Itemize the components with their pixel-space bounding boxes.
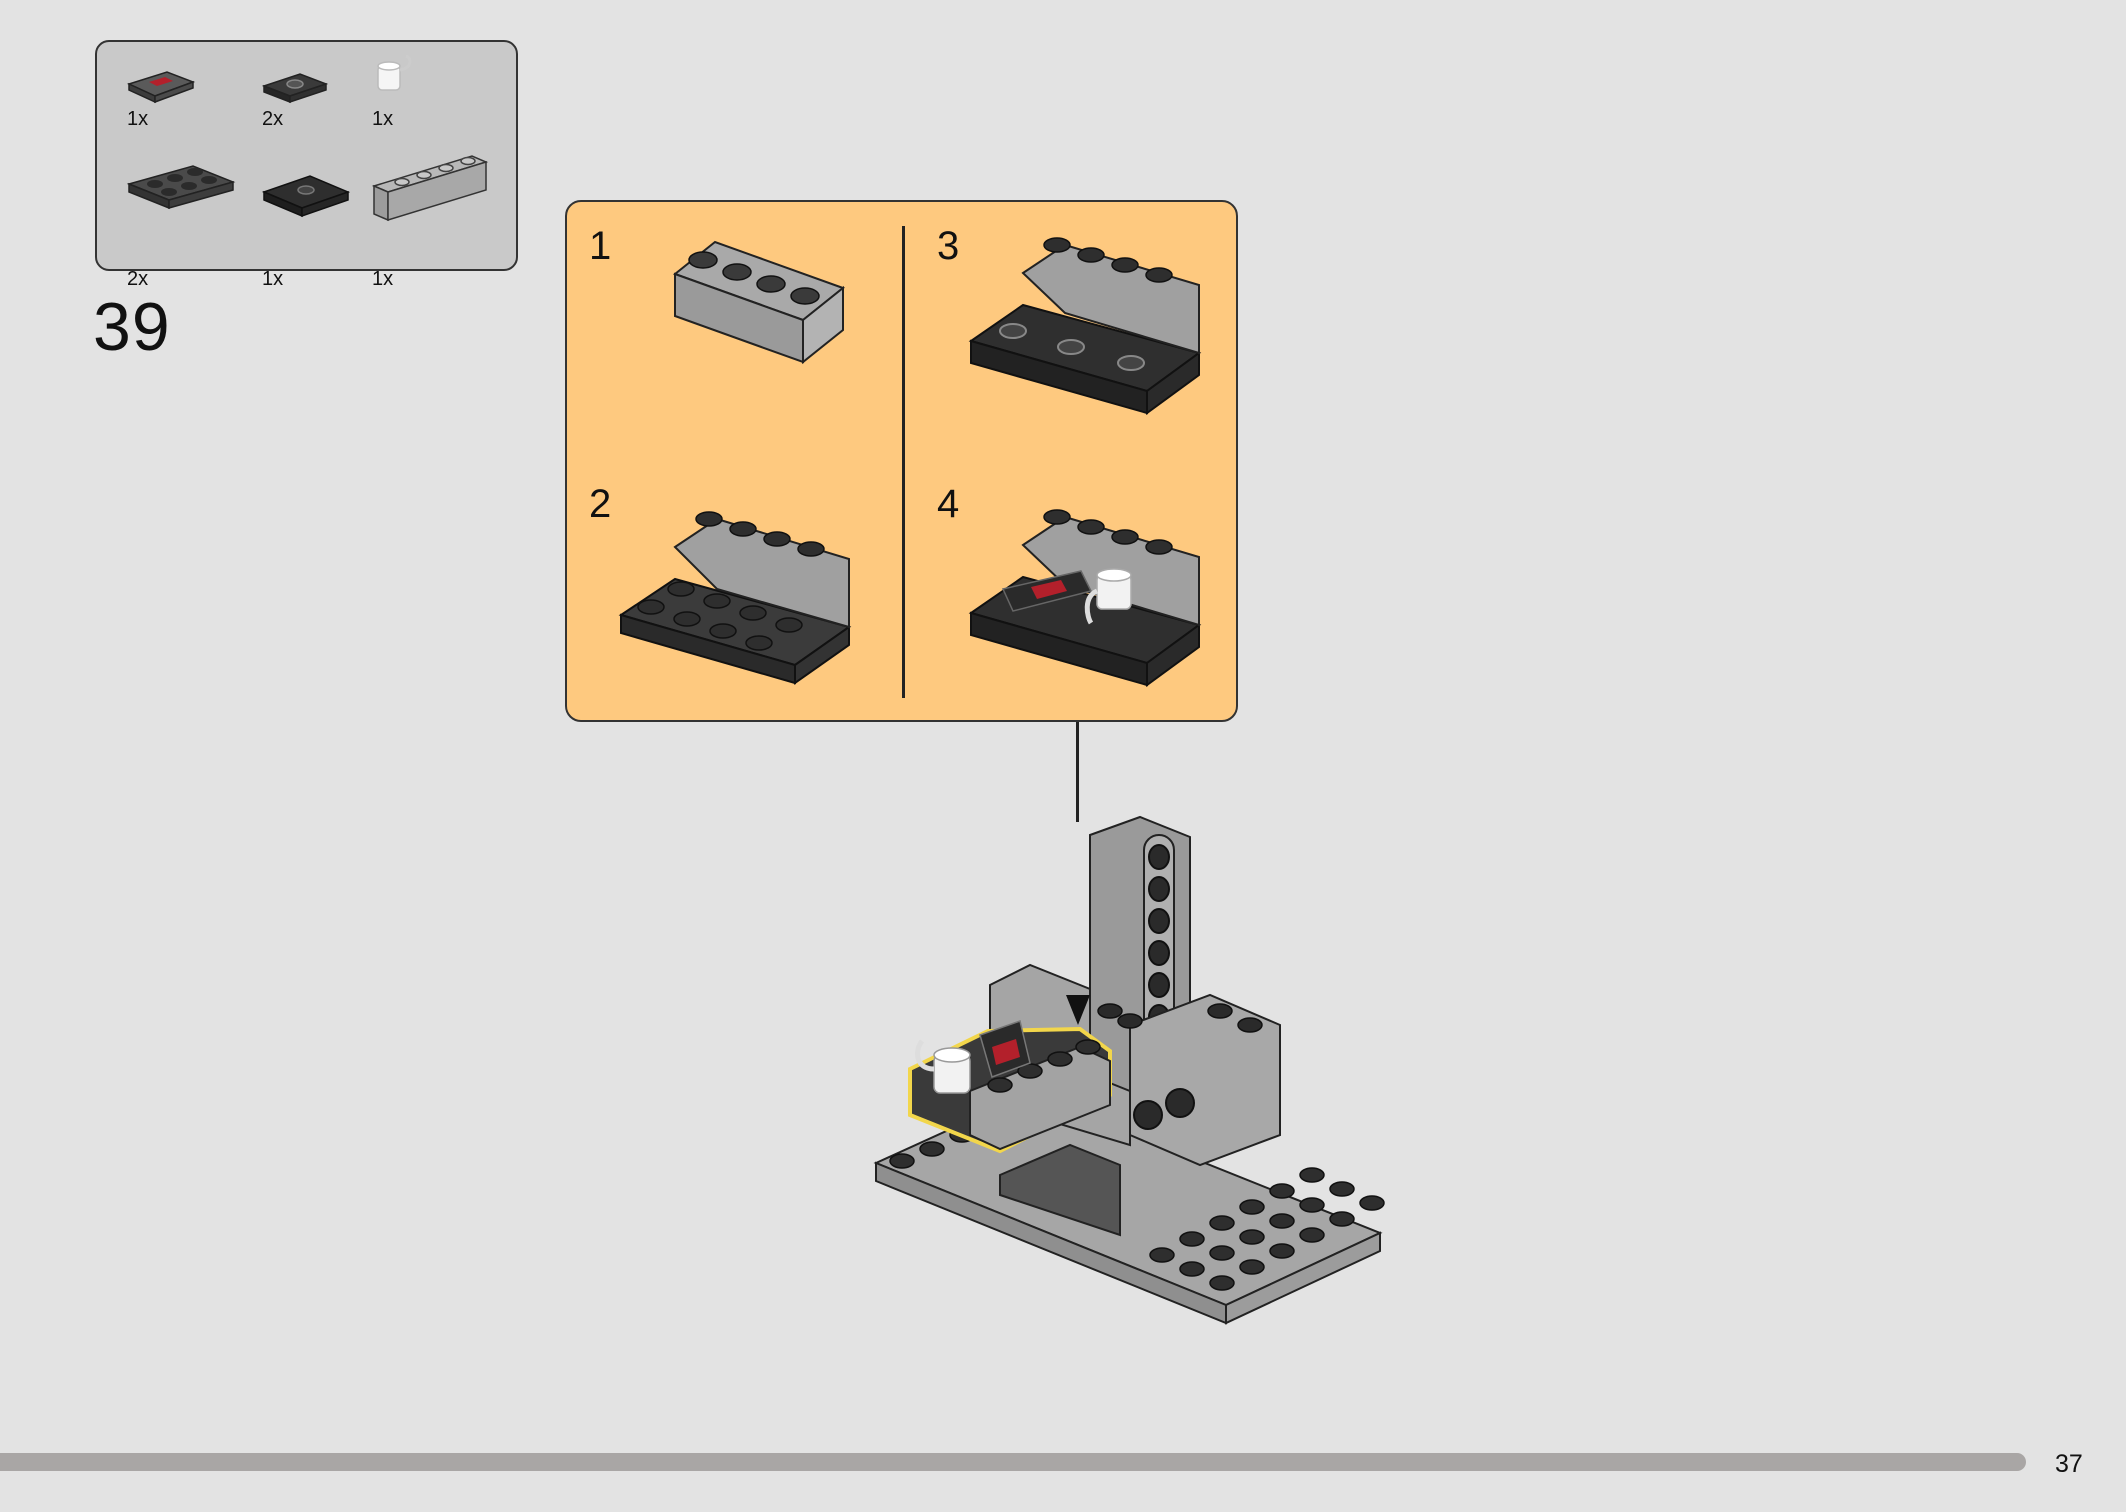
sub-assembly-divider xyxy=(902,226,905,698)
step-number: 39 xyxy=(93,289,171,365)
main-model-illustration xyxy=(873,815,1385,1325)
tile-with-print-icon xyxy=(127,71,196,104)
parts-list-box: 1x 2x 1x 2x xyxy=(95,40,518,290)
assembly-arrow-line xyxy=(1076,722,1079,822)
sub-step-label: 4 xyxy=(937,482,960,526)
sub-step-3-illustration xyxy=(968,237,1202,415)
sub-step-2-illustration xyxy=(618,511,852,685)
part-item: 2x xyxy=(262,66,332,130)
part-qty: 1x xyxy=(372,268,394,290)
brick-1x4-illustration xyxy=(672,240,846,365)
jumper-plate-icon xyxy=(262,175,351,218)
part-qty: 2x xyxy=(127,268,149,290)
part-qty: 2x xyxy=(262,108,284,130)
sub-step-label: 1 xyxy=(589,224,612,268)
page-number: 37 xyxy=(2055,1450,2083,1478)
page-progress-bar xyxy=(0,1453,2026,1471)
trans-cup-icon xyxy=(377,54,412,91)
part-item: 1x xyxy=(262,172,352,290)
sub-step-4-illustration xyxy=(968,509,1202,687)
plate-with-stud-icon xyxy=(262,73,329,104)
sub-step-label: 3 xyxy=(937,224,960,268)
plate-2x3-icon xyxy=(127,165,236,210)
part-item: 1x xyxy=(372,142,492,290)
part-item: 1x xyxy=(127,66,197,130)
brick-1x4-icon xyxy=(372,155,489,222)
part-item: 2x xyxy=(127,162,237,290)
part-qty: 1x xyxy=(372,108,394,130)
part-item: 1x xyxy=(372,54,422,130)
sub-assembly-panel: 1 2 3 4 xyxy=(565,200,1238,722)
part-qty: 1x xyxy=(262,268,284,290)
sub-step-label: 2 xyxy=(589,482,612,526)
part-qty: 1x xyxy=(127,108,149,130)
